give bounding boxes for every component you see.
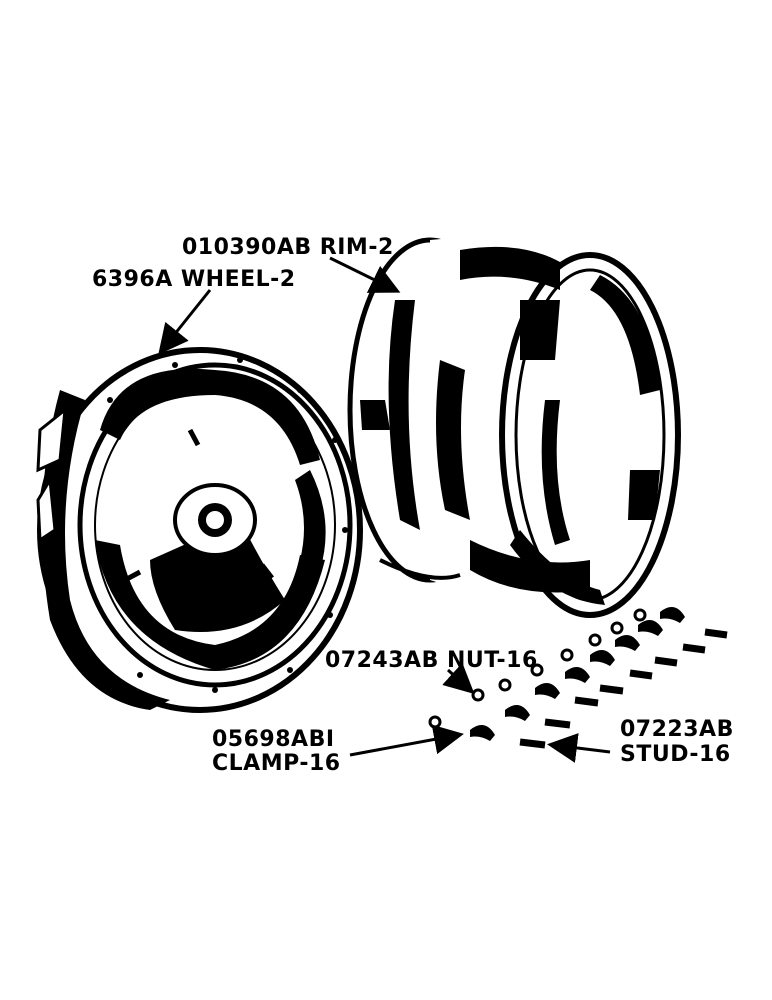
nut-label: 07243AB NUT-16: [325, 648, 538, 673]
rim-drawing: [347, 237, 681, 618]
rim-leader-arrow: [329, 256, 401, 293]
studs-drawing: [519, 628, 728, 749]
clamps-drawing: [470, 607, 685, 741]
rim-label: 010390AB RIM-2: [182, 235, 394, 260]
stud-label-line1: 07223AB: [620, 717, 734, 742]
clamp-label-line2: CLAMP-16: [212, 751, 341, 776]
leader-lines: [158, 256, 611, 763]
nut-leader-arrow: [442, 662, 475, 695]
wheel-label: 6396A WHEEL-2: [92, 267, 296, 292]
clamp-label-line1: 05698ABI: [212, 727, 335, 752]
wheel-drawing: [36, 347, 363, 713]
wheel-leader-arrow: [158, 289, 212, 355]
nuts-drawing: [428, 608, 647, 729]
stud-label-line2: STUD-16: [620, 742, 731, 767]
clamp-leader-arrow: [349, 724, 464, 757]
stud-leader-arrow: [547, 733, 611, 763]
